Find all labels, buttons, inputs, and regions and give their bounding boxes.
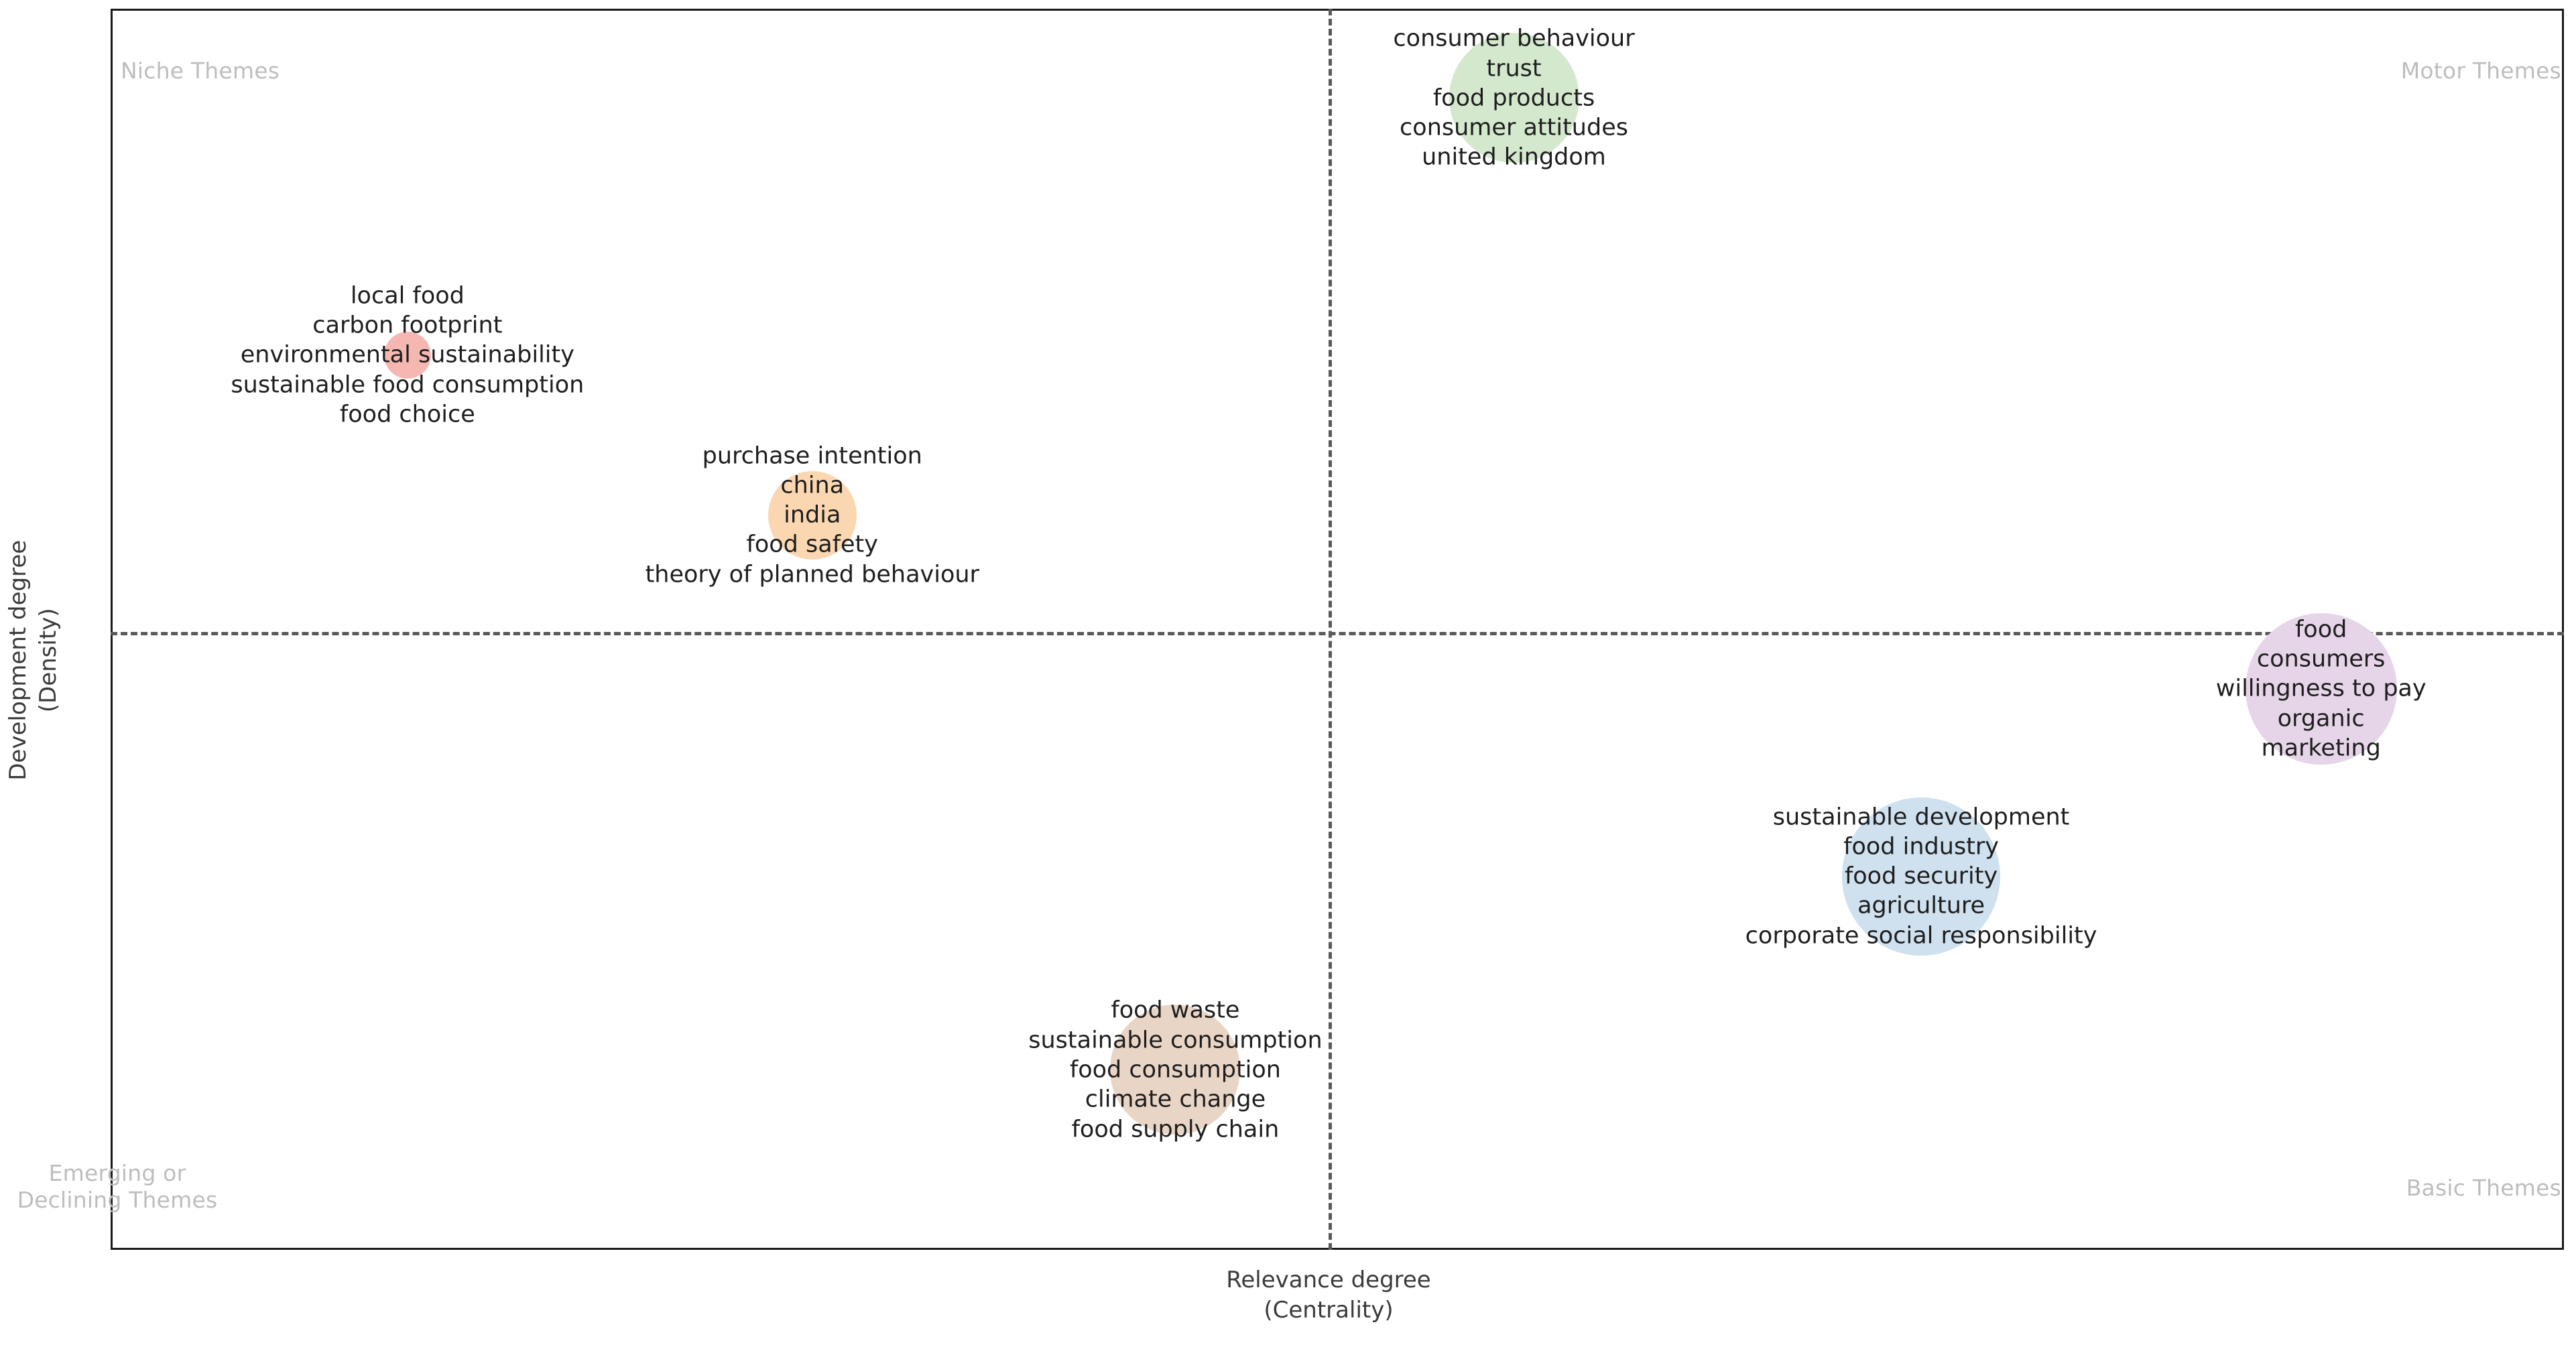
cluster-keyword: food <box>2294 616 2347 643</box>
cluster-keyword: food products <box>1432 84 1595 112</box>
cluster-bubble-food-waste[interactable] <box>1110 1005 1241 1135</box>
cluster-keyword: trust <box>1486 54 1542 82</box>
cluster-keyword: united kingdom <box>1422 143 1606 171</box>
cluster-bubble-sustainable-development[interactable] <box>1842 797 2001 956</box>
cluster-keyword: climate change <box>1085 1086 1266 1113</box>
cluster-keyword: agriculture <box>1857 892 1985 919</box>
cluster-keyword: carbon footprint <box>312 312 503 339</box>
cluster-keyword: sustainable food consumption <box>231 371 585 398</box>
cluster-keyword: food supply chain <box>1071 1115 1280 1143</box>
cluster-keyword: food choice <box>339 401 475 428</box>
plot-area <box>111 9 2564 1250</box>
cluster-keyword: food security <box>1844 862 1998 890</box>
cluster-keyword: local food <box>350 282 465 310</box>
cluster-keyword: consumer behaviour <box>1393 25 1635 52</box>
cluster-keyword: corporate social responsibility <box>1745 921 2097 949</box>
y-axis-title: Development degree (Density) <box>4 539 62 781</box>
cluster-bubble-environmental-sustainability[interactable] <box>383 331 431 379</box>
cluster-keyword: china <box>780 472 845 499</box>
cluster-keyword: consumer attitudes <box>1400 114 1628 141</box>
horizontal-divider-line <box>111 632 2564 635</box>
cluster-keyword: food consumption <box>1069 1056 1281 1084</box>
quadrant-label-emerging-declining-themes: Emerging or Declining Themes <box>17 1160 218 1214</box>
cluster-keyword: sustainable consumption <box>1028 1027 1323 1054</box>
cluster-bubble-purchase-intention[interactable] <box>768 470 857 560</box>
cluster-bubble-food-willingness-to-pay[interactable] <box>2245 613 2397 765</box>
cluster-bubble-consumer-behaviour[interactable] <box>1449 33 1579 164</box>
cluster-keyword: purchase intention <box>702 442 922 469</box>
cluster-keyword: consumers <box>2256 645 2386 673</box>
cluster-keyword: food waste <box>1111 997 1240 1024</box>
cluster-keyword: marketing <box>2261 734 2381 762</box>
cluster-keyword: theory of planned behaviour <box>645 561 979 588</box>
quadrant-label-basic-themes: Basic Themes <box>2406 1175 2561 1201</box>
quadrant-label-niche-themes: Niche Themes <box>121 58 280 84</box>
cluster-keyword: environmental sustainability <box>240 341 574 369</box>
cluster-keyword: willingness to pay <box>2215 675 2427 702</box>
cluster-keyword: sustainable development <box>1772 803 2070 830</box>
cluster-keyword: india <box>784 501 841 529</box>
quadrant-label-motor-themes: Motor Themes <box>2400 58 2561 84</box>
x-axis-title: Relevance degree (Centrality) <box>1226 1267 1431 1324</box>
cluster-keyword: food safety <box>746 531 878 558</box>
cluster-keyword: organic <box>2277 705 2365 732</box>
cluster-keyword: food industry <box>1843 833 2000 860</box>
vertical-divider-line <box>1329 9 1332 1250</box>
